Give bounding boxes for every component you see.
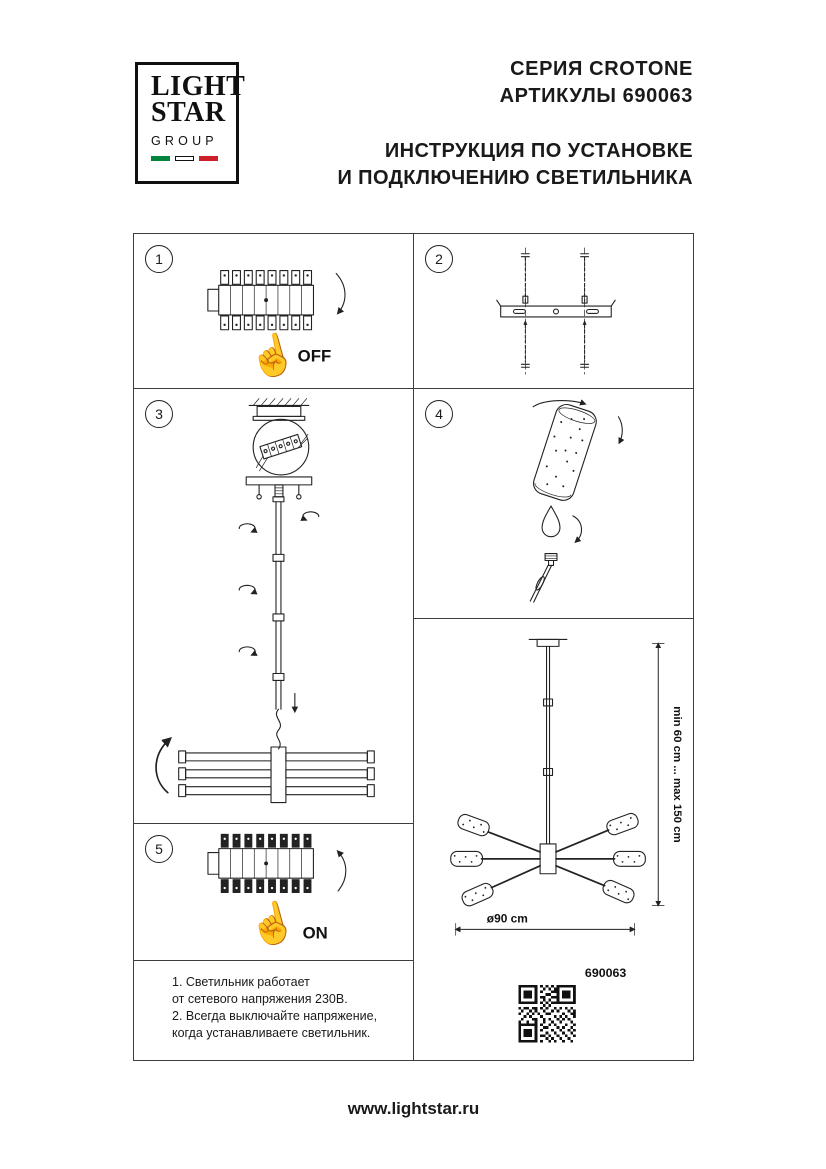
- swing-arrow: [155, 737, 173, 794]
- off-label: OFF: [298, 346, 332, 365]
- socket-rod: [529, 564, 553, 603]
- logo-line-star: STAR: [151, 97, 226, 128]
- fixing-screw: [520, 319, 530, 368]
- logo-line-light: LIGHT: [151, 71, 246, 102]
- rotate-arrow-icon: [238, 584, 258, 595]
- series-title: СЕРИЯ CROTONE: [510, 58, 693, 80]
- note-line: 2. Всегда выключайте напряжение,: [172, 1009, 378, 1023]
- breaker-off-diagram: ☝ OFF: [207, 269, 346, 384]
- diameter-label: ø90 cm: [487, 911, 528, 925]
- step-5-number: 5: [155, 841, 163, 857]
- notes-panel: 1. Светильник работает от сетевого напря…: [133, 960, 414, 1061]
- flip-down-arrow: [335, 272, 346, 315]
- article-number: 690063: [585, 966, 626, 980]
- step-2-panel: 2: [413, 233, 694, 389]
- qr-code: [518, 984, 576, 1043]
- svg-text:☝: ☝: [243, 895, 302, 952]
- step-4-number-badge: 4: [425, 400, 453, 428]
- breaker-on-diagram: ☝ ON: [207, 833, 347, 952]
- step-1-panel: 1 ☝: [133, 233, 414, 389]
- step-2-number-badge: 2: [425, 245, 453, 273]
- wiring-detail-circle: [252, 418, 310, 476]
- flag-green-bar: [151, 156, 170, 161]
- rotate-shade-arrow: [532, 399, 587, 408]
- rotate-bulb-arrow: [572, 515, 582, 543]
- step-5-number-badge: 5: [145, 835, 173, 863]
- instruction-title: ИНСТРУКЦИЯ ПО УСТАНОВКЕ И ПОДКЛЮЧЕНИЮ СВ…: [337, 138, 693, 192]
- footer-url: www.lightstar.ru: [347, 1099, 480, 1118]
- note-line: 1. Светильник работает: [172, 975, 310, 989]
- chandelier-diagram: min 60 cm ... max 150 cm ø90 cm 690063: [450, 638, 683, 1043]
- step-4-panel: 4: [413, 388, 694, 619]
- logo-line-group: GROUP: [151, 134, 218, 148]
- diameter-dimension: ø90 cm: [454, 911, 636, 936]
- hand-pointing-icon: ☝: [243, 326, 302, 384]
- assembly-diagram: [155, 398, 375, 804]
- instruction-line-2: И ПОДКЛЮЧЕНИЮ СВЕТИЛЬНИКА: [337, 167, 693, 189]
- step-1-number: 1: [155, 251, 163, 267]
- rotate-arrow-icon: [238, 646, 258, 656]
- power-wire: [275, 708, 281, 750]
- article-title: АРТИКУЛЫ 690063: [499, 85, 693, 107]
- instruction-line-1: ИНСТРУКЦИЯ ПО УСТАНОВКЕ: [384, 140, 693, 162]
- chandelier-arms-stack: [178, 746, 375, 804]
- lightstar-logo: LIGHT STAR GROUP: [135, 62, 246, 184]
- mounting-bracket: [496, 299, 616, 318]
- note-line: от сетевого напряжения 230В.: [172, 992, 348, 1006]
- insert-down-arrow: [617, 416, 625, 445]
- step-5-panel: 5 ☝: [133, 823, 414, 961]
- step-3-number-badge: 3: [145, 400, 173, 428]
- rotate-arrow-icon: [238, 523, 258, 533]
- shade-bulb-diagram: [529, 399, 625, 603]
- ceiling-canopy: [248, 398, 310, 421]
- flag-white-bar: [175, 156, 194, 161]
- note-line: когда устанавливаете светильник.: [172, 1026, 371, 1040]
- step-1-number-badge: 1: [145, 245, 173, 273]
- circuit-breaker-rail: [207, 833, 314, 893]
- flip-up-arrow: [336, 850, 347, 892]
- bracket-diagram: [496, 247, 616, 375]
- step-3-panel: 3: [133, 388, 414, 824]
- height-dimension-label: min 60 cm ... max 150 cm: [671, 706, 683, 842]
- step-2-number: 2: [435, 251, 443, 267]
- hand-pointing-icon: ☝: [243, 895, 302, 952]
- step-3-number: 3: [155, 406, 163, 422]
- ceiling-screw: [580, 253, 590, 304]
- chandelier: [450, 638, 646, 909]
- extension-rods: [272, 496, 285, 710]
- on-label: ON: [303, 923, 328, 942]
- circuit-breaker-rail: [207, 269, 315, 331]
- candle-bulb: [541, 505, 561, 567]
- fixing-screw: [580, 319, 590, 368]
- safety-notes: 1. Светильник работает от сетевого напря…: [172, 974, 377, 1042]
- height-dimension: min 60 cm ... max 150 cm: [651, 642, 683, 907]
- rotate-arrow-icon: [300, 511, 320, 521]
- flag-red-bar: [199, 156, 218, 161]
- step-4-number: 4: [435, 406, 443, 422]
- italian-flag: [151, 156, 236, 161]
- final-view-panel: min 60 cm ... max 150 cm ø90 cm 690063: [413, 618, 694, 1061]
- ceiling-screw: [520, 253, 530, 304]
- header-series-block: СЕРИЯ CROTONE АРТИКУЛЫ 690063: [500, 56, 693, 110]
- svg-text:☝: ☝: [243, 326, 302, 384]
- mounting-plate: [245, 476, 313, 500]
- lamp-shade: [532, 403, 597, 501]
